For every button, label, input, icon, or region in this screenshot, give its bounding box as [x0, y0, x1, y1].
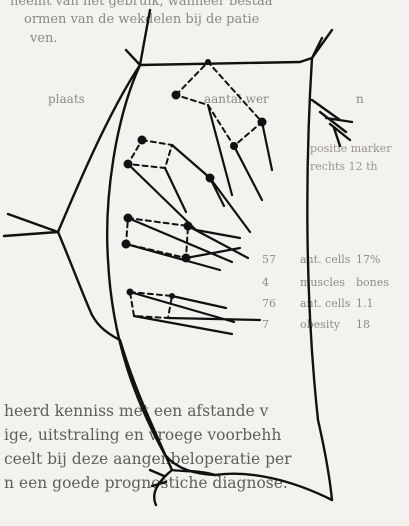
inner-contour-line	[107, 65, 215, 475]
marker-dot	[122, 240, 131, 249]
top-right-antenna	[312, 30, 332, 58]
marker-dot	[124, 214, 133, 223]
marker-dot	[205, 59, 211, 65]
dashed-loop-bottom	[130, 292, 172, 318]
dashed-loop-top	[176, 62, 262, 146]
bottom-claw	[150, 470, 172, 505]
marker-dot	[182, 254, 191, 263]
top-left-antenna	[126, 10, 150, 65]
stroke-bottom	[130, 292, 260, 334]
outer-contour-line	[58, 58, 332, 500]
marker-dot	[230, 142, 238, 150]
marker-dot	[127, 289, 134, 296]
marker-dot	[124, 160, 133, 169]
left-tip	[4, 214, 58, 236]
marker-dot	[172, 91, 181, 100]
marker-dot	[258, 118, 267, 127]
dashed-loop-mid	[128, 140, 172, 168]
marker-dot	[184, 222, 193, 231]
marker-dot	[169, 293, 175, 299]
marker-dot	[138, 136, 147, 145]
marker-dot	[206, 174, 215, 183]
right-feather	[312, 100, 352, 146]
